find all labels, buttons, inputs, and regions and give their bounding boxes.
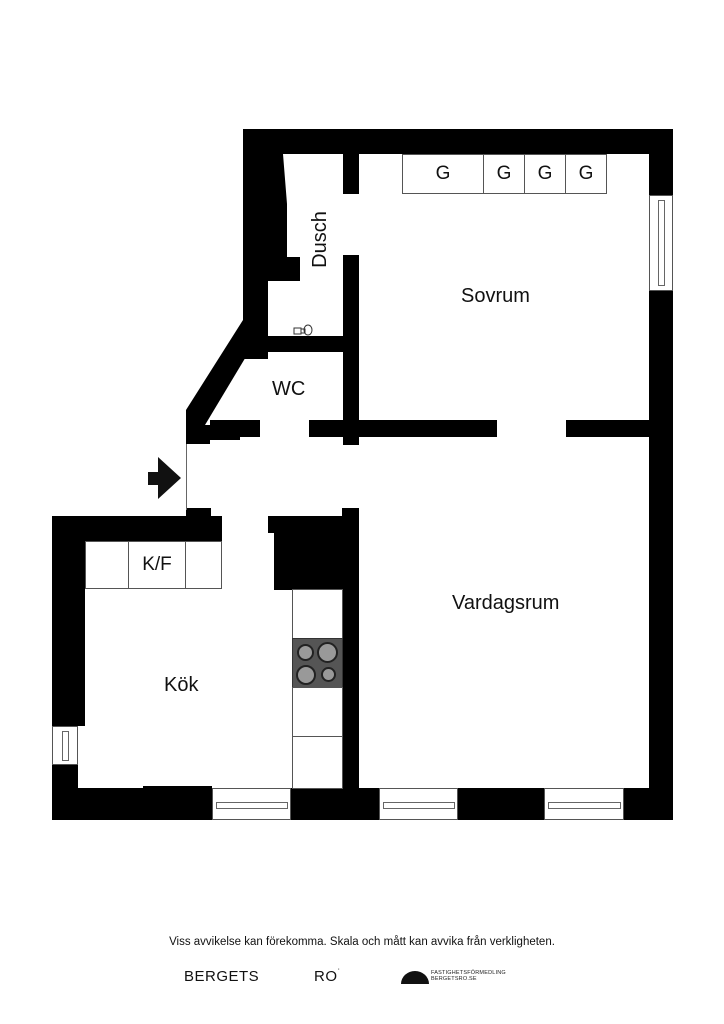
wardrobe-1: G [402, 154, 484, 194]
entry-threshold [186, 444, 187, 510]
window-vardagsrum-right [544, 788, 624, 820]
chimney-notch [268, 533, 274, 593]
wall-diagonal [186, 320, 268, 444]
kitchen-counter-side-lower [292, 736, 343, 789]
room-label-dusch: Dusch [308, 211, 331, 268]
burner-icon [297, 644, 314, 661]
wall-dusch-wc [262, 336, 352, 352]
wall-sovrum-vardagsrum-left [343, 420, 497, 437]
wardrobe-2: G [483, 154, 525, 194]
wall-dusch-sovrum-upper [343, 129, 359, 194]
wardrobe-label: G [496, 163, 512, 184]
brand-ro: RO˙ [314, 968, 341, 985]
wall-bottom-mid [458, 788, 544, 820]
burner-icon [317, 642, 338, 663]
brand-bergets: BERGETS [184, 968, 260, 985]
wall-top [243, 129, 673, 154]
agency-logo-icon [401, 971, 429, 984]
wall-bottom-left-step [143, 786, 212, 820]
wardrobe-3: G [524, 154, 566, 194]
kitchen-counter-left [85, 541, 129, 589]
window-kitchen-side [52, 726, 78, 765]
stove [292, 638, 343, 688]
room-label-kok: Kök [164, 674, 199, 696]
window-kitchen-bottom [212, 788, 291, 820]
room-label-vardagsrum: Vardagsrum [452, 592, 560, 614]
brand-ro-mark: ˙ [337, 968, 342, 979]
fridge-freezer-label: K/F [142, 554, 172, 575]
wall-kitchen-left-upper [52, 516, 85, 726]
wardrobe-4: G [565, 154, 607, 194]
wall-hall-top-left [210, 420, 260, 437]
chimney-block-inner [274, 525, 359, 590]
fridge-freezer: K/F [128, 541, 186, 589]
window-sovrum [649, 195, 673, 291]
disclaimer-text: Viss avvikelse kan förekomma. Skala och … [169, 936, 555, 948]
wall-right-upper [649, 129, 673, 195]
wardrobe-label: G [578, 163, 594, 184]
kitchen-counter-right [185, 541, 222, 589]
window-vardagsrum-left [379, 788, 458, 820]
toilet-icon [293, 324, 313, 336]
floor-plan: G G G G K/F Sovrum Vardagsrum Kök WC Dus… [52, 129, 673, 820]
wall-right-lower [649, 291, 673, 820]
wall-bottom-right [624, 788, 673, 820]
wardrobe-label: G [435, 163, 451, 184]
wardrobe-label: G [537, 163, 553, 184]
wall-kitchen-top-nub [186, 508, 211, 520]
room-label-wc: WC [272, 378, 306, 400]
wall-sovrum-vardagsrum-right [566, 420, 656, 437]
wall-kitchen-top [52, 516, 222, 541]
wall-shaft [268, 154, 300, 281]
burner-icon [321, 667, 336, 682]
brand-ro-text: RO [314, 968, 338, 985]
room-label-sovrum: Sovrum [461, 285, 530, 307]
wall-kitchen-left-lower [52, 765, 78, 820]
wall-bottom-center [291, 788, 379, 820]
entry-arrow-icon [148, 457, 181, 499]
kitchen-counter-side-upper [292, 589, 343, 639]
burner-icon [296, 665, 316, 685]
wall-kitchen-left-jog [52, 700, 85, 726]
agency-name-line1: FASTIGHETSFÖRMEDLING [431, 970, 506, 976]
agency-name-line2: BERGETSRO.SE [431, 976, 477, 982]
kitchen-counter-side-mid [292, 687, 343, 737]
